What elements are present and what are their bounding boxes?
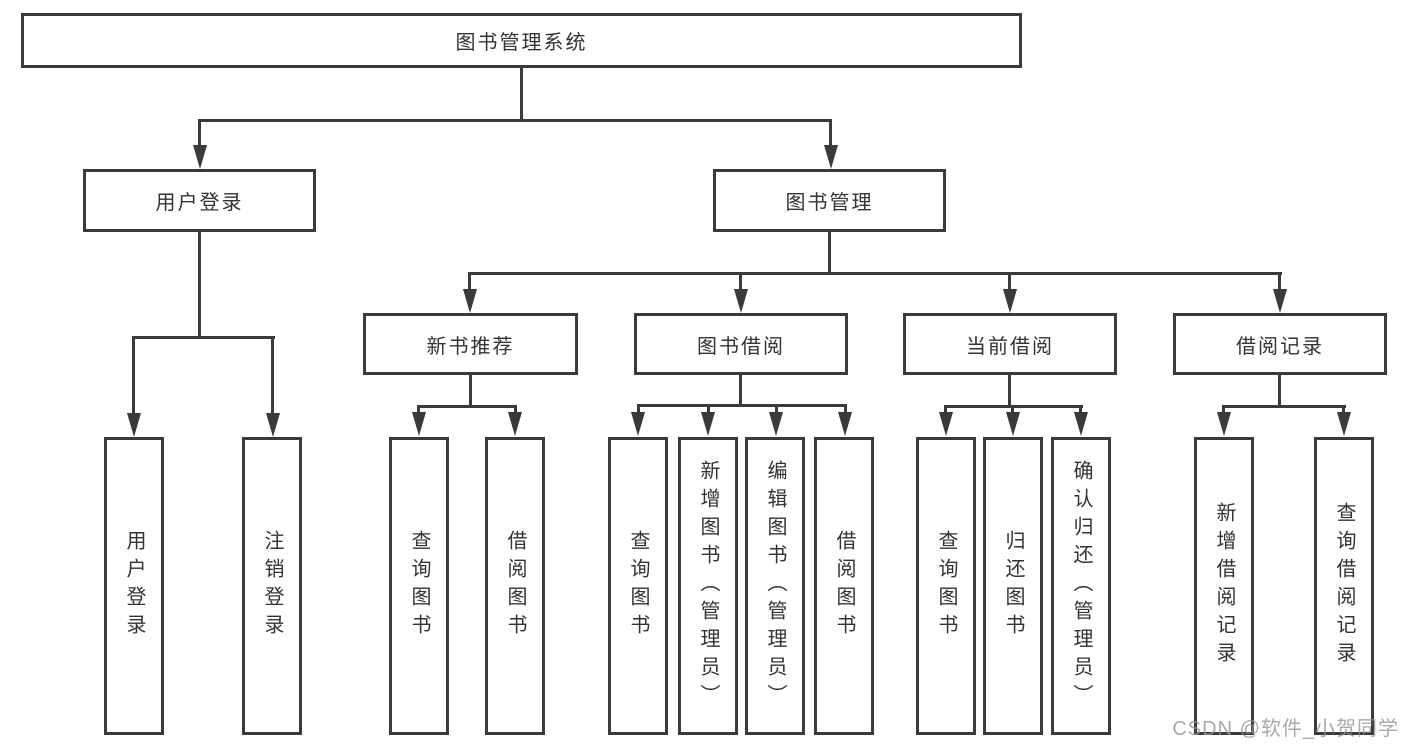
arrow-down-icon <box>701 412 715 436</box>
connector-line <box>1278 375 1281 408</box>
node-library-management-system: 图书管理系统 <box>21 13 1022 68</box>
connector-line <box>739 375 742 406</box>
arrow-down-icon <box>463 289 477 313</box>
connector-line <box>707 404 710 414</box>
node-label: 用户登录 <box>155 192 244 214</box>
node-label: 查询图书 <box>408 530 430 642</box>
node-label: 新书推荐 <box>426 335 515 358</box>
node-label: 新增借阅记录 <box>1213 502 1235 670</box>
node-label: 用户登录 <box>123 530 145 642</box>
arrow-down-icon <box>838 412 852 436</box>
leaf-logout: 注销登录 <box>242 437 302 735</box>
node-label: 借阅图书 <box>504 530 526 642</box>
leaf-query-borrow-record: 查询借阅记录 <box>1314 437 1374 735</box>
leaf-query-books-current: 查询图书 <box>916 437 976 735</box>
arrow-down-icon <box>508 412 522 436</box>
node-book-borrow: 图书借阅 <box>634 313 848 375</box>
connector-line <box>417 405 517 408</box>
connector-line <box>1222 405 1346 408</box>
connector-line <box>469 375 472 408</box>
connector-line <box>775 404 778 414</box>
leaf-user-login: 用户登录 <box>104 437 164 735</box>
connector-line <box>637 404 847 407</box>
leaf-edit-books-admin: 编辑图书（管理员） <box>745 437 805 735</box>
connector-line <box>828 232 831 275</box>
connector-line <box>1011 405 1014 415</box>
leaf-query-books-recommend: 查询图书 <box>389 437 449 735</box>
connector-line <box>514 405 517 415</box>
arrow-down-icon <box>631 412 645 436</box>
leaf-add-books-admin: 新增图书（管理员） <box>678 437 738 735</box>
connector-line <box>1079 405 1082 415</box>
arrow-down-icon <box>824 145 838 169</box>
connector-line <box>944 405 947 415</box>
connector-line <box>739 272 742 292</box>
connector-line <box>198 119 201 148</box>
connector-line <box>829 119 832 148</box>
arrow-down-icon <box>193 145 207 169</box>
leaf-add-borrow-record: 新增借阅记录 <box>1194 437 1254 735</box>
node-label: 确认归还（管理员） <box>1070 460 1092 712</box>
leaf-confirm-return-admin: 确认归还（管理员） <box>1051 437 1111 735</box>
arrow-down-icon <box>1273 289 1287 313</box>
csdn-watermark: CSDN @软件_小贺同学 <box>1172 718 1399 740</box>
connector-line <box>637 404 640 414</box>
node-label: 查询图书 <box>935 530 957 642</box>
connector-line <box>520 68 523 122</box>
node-label: 图书管理 <box>785 192 874 214</box>
node-label: 查询图书 <box>627 530 649 642</box>
arrow-down-icon <box>1337 412 1351 436</box>
arrow-down-icon <box>1217 412 1231 436</box>
node-label: 编辑图书（管理员） <box>764 460 786 712</box>
arrow-down-icon <box>1003 289 1017 313</box>
connector-line <box>1342 405 1345 415</box>
node-borrow-records: 借阅记录 <box>1173 313 1387 375</box>
arrow-down-icon <box>1074 412 1088 436</box>
arrow-down-icon <box>939 412 953 436</box>
node-label: 新增图书（管理员） <box>697 460 719 712</box>
connector-line <box>271 336 274 416</box>
node-label: 借阅记录 <box>1236 335 1324 358</box>
connector-line <box>132 336 135 416</box>
connector-line <box>1278 272 1281 292</box>
node-label: 借阅图书 <box>833 530 855 642</box>
connector-line <box>468 272 471 292</box>
leaf-return-books: 归还图书 <box>983 437 1043 735</box>
arrow-down-icon <box>266 413 280 437</box>
connector-line <box>1222 405 1225 415</box>
arrow-down-icon <box>1006 412 1020 436</box>
connector-line <box>198 232 201 339</box>
connector-line <box>417 405 420 415</box>
node-label: 图书借阅 <box>697 335 785 358</box>
node-label: 当前借阅 <box>966 335 1054 358</box>
leaf-borrow-books: 借阅图书 <box>814 437 874 735</box>
node-label: 注销登录 <box>261 530 283 642</box>
leaf-query-books-borrow: 查询图书 <box>608 437 668 735</box>
arrow-down-icon <box>769 412 783 436</box>
node-label: 图书管理系统 <box>455 32 588 54</box>
node-user-login: 用户登录 <box>83 169 316 232</box>
node-new-book-recommend: 新书推荐 <box>363 313 578 375</box>
arrow-down-icon <box>127 413 141 437</box>
connector-line <box>844 404 847 414</box>
node-current-borrow: 当前借阅 <box>903 313 1117 375</box>
node-label: 归还图书 <box>1002 530 1024 642</box>
node-label: 查询借阅记录 <box>1333 502 1355 670</box>
arrow-down-icon <box>734 289 748 313</box>
arrow-down-icon <box>412 412 426 436</box>
connector-line <box>469 272 1282 275</box>
connector-line <box>198 119 832 122</box>
node-book-management: 图书管理 <box>713 169 946 232</box>
connector-line <box>132 336 275 339</box>
leaf-borrow-books-recommend: 借阅图书 <box>485 437 545 735</box>
connector-line <box>1008 375 1011 408</box>
connector-line <box>1008 272 1011 292</box>
